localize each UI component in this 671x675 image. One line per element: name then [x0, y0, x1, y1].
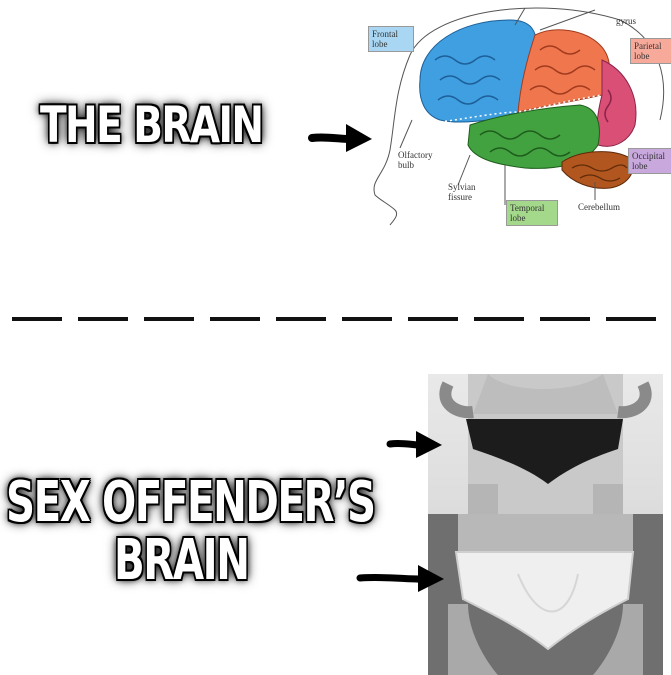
- label-temporal-lobe: Temporal lobe: [506, 200, 558, 226]
- arrow-right-icon: [386, 431, 442, 458]
- label-olfactory-bulb: Olfactory bulb: [398, 150, 433, 170]
- label-cerebellum: Cerebellum: [578, 202, 620, 212]
- label-gyrus: gyrus: [616, 16, 636, 26]
- label-frontal-lobe: Frontal lobe: [368, 26, 414, 52]
- label-sylvian-fissure: Sylvian fissure: [448, 182, 476, 202]
- brain-diagram: Frontal lobe Parietal lobe Occipital lob…: [340, 0, 671, 235]
- caption-line-2: BRAIN: [114, 528, 250, 593]
- caption-sex-offenders-brain: SEX OFFENDER’S BRAIN: [6, 470, 376, 593]
- label-occipital-lobe: Occipital lobe: [628, 148, 671, 174]
- dashed-divider: [12, 317, 671, 321]
- arrow-right-icon: [308, 124, 372, 152]
- photo-dark-briefs: [428, 374, 663, 514]
- caption-the-brain: THE BRAIN: [40, 96, 264, 154]
- arrow-right-icon: [356, 565, 444, 592]
- photo-white-briefs: [428, 514, 663, 675]
- label-parietal-lobe: Parietal lobe: [630, 38, 671, 64]
- brain-illustration: [373, 7, 665, 226]
- caption-line-1: SEX OFFENDER’S: [6, 470, 376, 535]
